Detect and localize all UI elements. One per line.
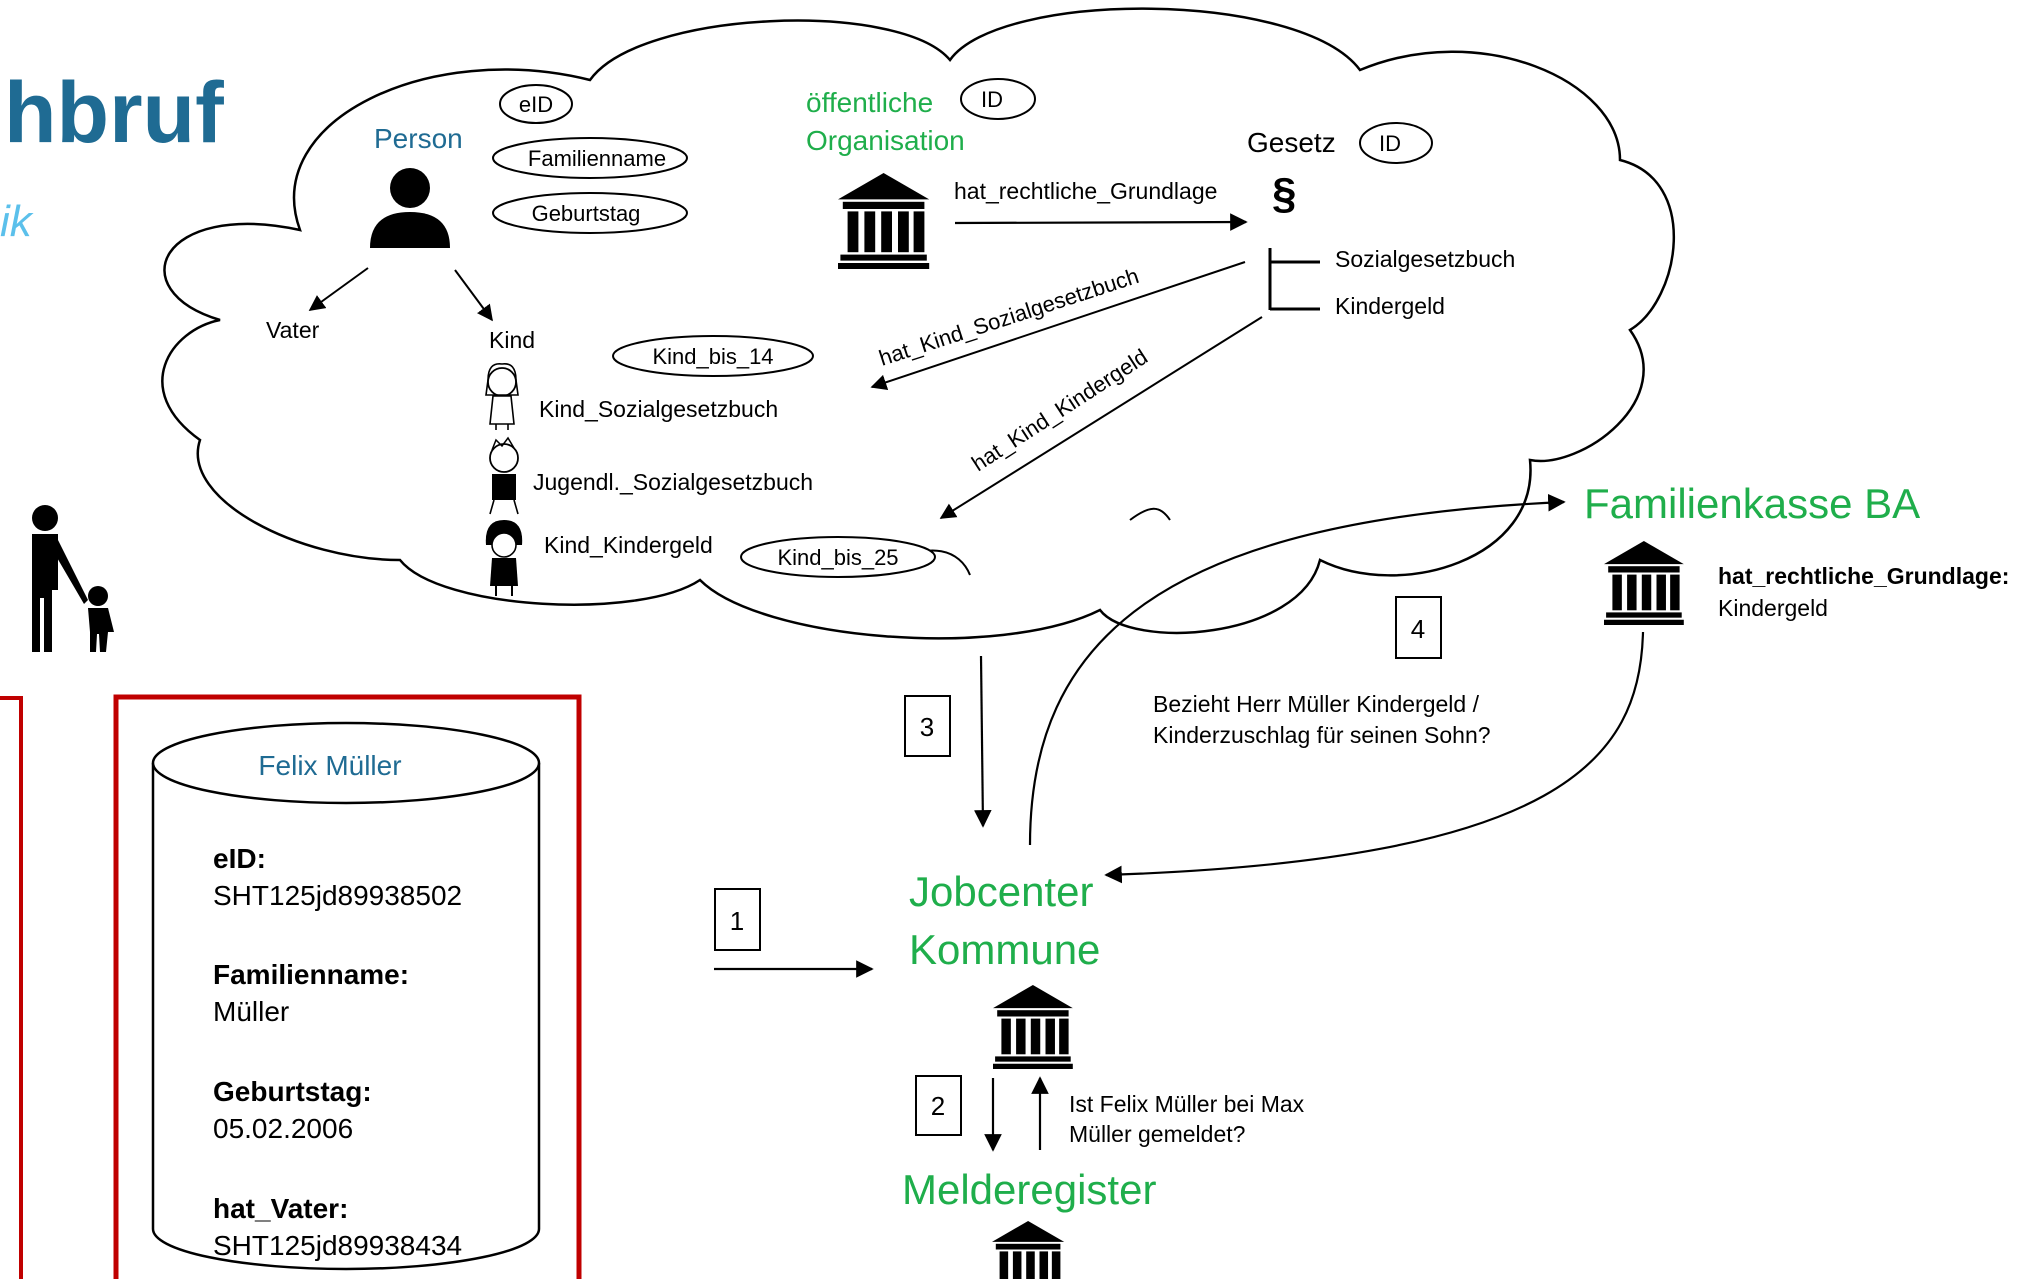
organisation-label-line2: Organisation: [806, 125, 965, 156]
person-label: Person: [374, 123, 463, 154]
record-cylinder: [151, 721, 541, 1271]
step-1-box: 1: [714, 888, 761, 951]
kind-sgb-arrow: [870, 261, 1246, 391]
attr-gesetz-id: ID: [1359, 122, 1433, 164]
attr-familienname-label: Familienname: [528, 146, 666, 171]
record-familienname-label: Familienname:: [213, 959, 409, 990]
step-4-box: 4: [1395, 596, 1442, 659]
familienkasse-label: Familienkasse BA: [1584, 480, 1920, 527]
attr-kind-bis-25: Kind_bis_25: [740, 536, 936, 578]
attr-gesetz-id-label: ID: [1379, 131, 1401, 156]
attr-kind-bis-14: Kind_bis_14: [612, 335, 814, 377]
attr-geburtstag: Geburtstag: [492, 192, 688, 234]
org-gesetz-relation-label: hat_rechtliche_Grundlage: [954, 178, 1217, 204]
person-icon: [370, 168, 450, 248]
boy-icon: [489, 436, 519, 515]
jobcenter-building-icon: [993, 985, 1073, 1069]
attr-kind-bis-25-label: Kind_bis_25: [777, 545, 898, 570]
branch-kindergeld: Kindergeld: [1335, 293, 1445, 319]
jobcenter-to-familienkasse-arrow: [1028, 493, 1566, 846]
kind-kg-arrow: [939, 316, 1263, 519]
melde-question-line2: Müller gemeldet?: [1069, 1121, 1245, 1147]
vater-label: Vater: [266, 317, 320, 343]
kind-sgb-label: Kind_Sozialgesetzbuch: [539, 396, 778, 422]
child-icon: [485, 520, 523, 596]
record-eid-label: eID:: [213, 843, 266, 874]
jobcenter-label-line2: Kommune: [909, 926, 1100, 973]
branch-sozialgesetzbuch: Sozialgesetzbuch: [1335, 246, 1515, 272]
record-name: Felix Müller: [258, 750, 401, 781]
melde-question-line1: Ist Felix Müller bei Max: [1069, 1091, 1305, 1117]
kind-kindergeld-label: Kind_Kindergeld: [544, 532, 713, 558]
person-kind-arrow: [454, 269, 493, 322]
girl-icon: [485, 363, 519, 430]
record-familienname-value: Müller: [213, 996, 289, 1027]
gesetz-label: Gesetz: [1247, 127, 1336, 158]
organisation-label-line1: öffentliche: [806, 87, 933, 118]
page-title: hbruf: [4, 65, 224, 161]
page-subtitle: ik: [0, 197, 34, 246]
familienkasse-building-icon: [1604, 541, 1684, 625]
left-record-frame: [0, 696, 23, 1279]
record-frame: [113, 694, 582, 1279]
jobcenter-label-line1: Jobcenter: [909, 868, 1093, 915]
record-geburtstag-value: 05.02.2006: [213, 1113, 353, 1144]
attr-geburtstag-label: Geburtstag: [532, 201, 641, 226]
jugendl-sgb-label: Jugendl._Sozialgesetzbuch: [533, 469, 813, 495]
attr-eid: eID: [499, 84, 573, 124]
paragraph-icon: §: [1272, 169, 1296, 218]
record-vater-label: hat_Vater:: [213, 1193, 348, 1224]
record-vater-value: SHT125jd89938434: [213, 1230, 462, 1261]
step-4-label: 4: [1411, 614, 1425, 644]
attr-org-id: ID: [960, 78, 1036, 120]
step-2-label: 2: [931, 1091, 945, 1121]
record-geburtstag-label: Geburtstag:: [213, 1076, 372, 1107]
attr-kind-bis-14-label: Kind_bis_14: [652, 344, 773, 369]
parent-child-icon: [32, 505, 114, 652]
attr-eid-label: eID: [519, 92, 553, 117]
org-gesetz-arrow: [954, 213, 1248, 231]
familienkasse-to-jobcenter-arrow: [1104, 631, 1645, 884]
step-3-box: 3: [904, 695, 951, 757]
melderegister-label: Melderegister: [902, 1166, 1156, 1213]
person-vater-arrow: [308, 267, 369, 311]
step-1-label: 1: [730, 906, 744, 936]
melderegister-building-icon: [992, 1221, 1065, 1279]
record-eid-value: SHT125jd89938502: [213, 880, 462, 911]
familienkasse-rel-value: Kindergeld: [1718, 595, 1828, 621]
gesetz-tree: [1268, 248, 1320, 311]
familienkasse-rel-label: hat_rechtliche_Grundlage:: [1718, 563, 2009, 589]
step-3-label: 3: [920, 712, 934, 742]
attr-familienname: Familienname: [492, 137, 688, 179]
attr-org-id-label: ID: [981, 87, 1003, 112]
kind-label: Kind: [489, 327, 535, 353]
step-3-arrow: [974, 655, 992, 828]
step-2-box: 2: [915, 1075, 962, 1136]
fk-question-line2: Kinderzuschlag für seinen Sohn?: [1153, 722, 1491, 748]
fk-question-line1: Bezieht Herr Müller Kindergeld /: [1153, 691, 1480, 717]
